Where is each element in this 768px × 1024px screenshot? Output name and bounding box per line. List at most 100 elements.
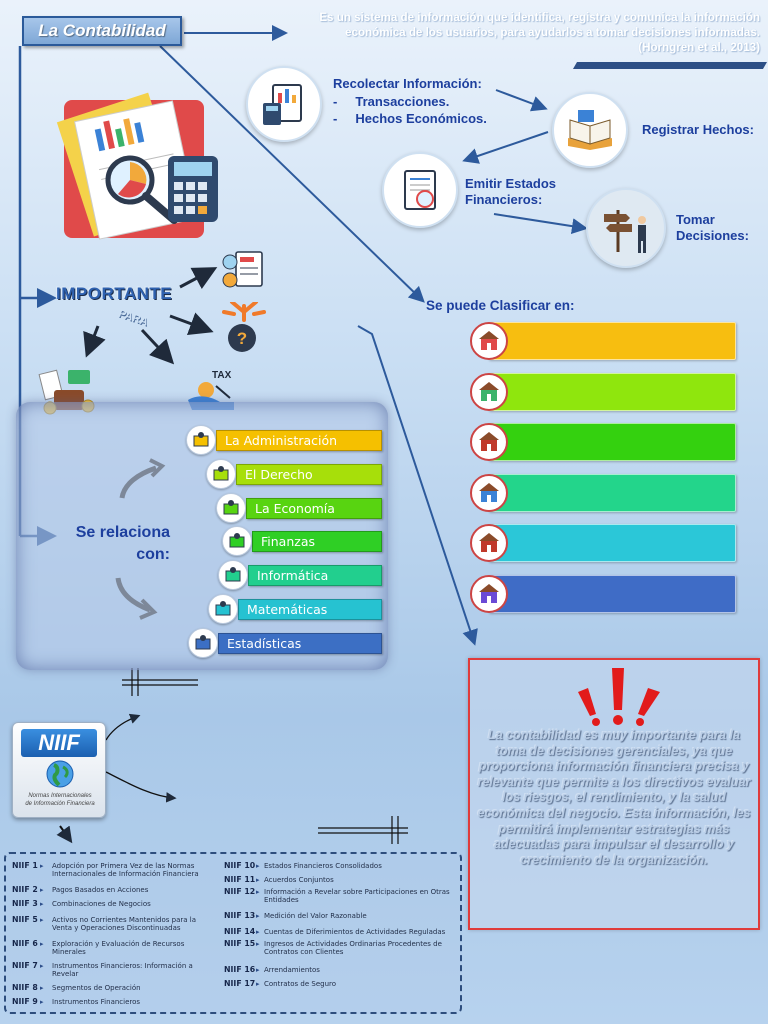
relation-item-label: La Economía [255, 500, 335, 516]
relation-item: La Administración [216, 430, 382, 451]
niif-code: NIIF 10 [224, 861, 256, 870]
bullet-arrow-icon: ▸ [256, 862, 260, 870]
classification-bar [488, 322, 736, 360]
classification-icon [470, 372, 508, 411]
importance-text: La contabilidad es muy importante para l… [477, 728, 751, 867]
niif-code: NIIF 8 [12, 983, 38, 992]
niif-standards-list [4, 852, 462, 1014]
niif-description: Adopción por Primera Vez de las Normas I… [52, 862, 199, 879]
niif-item: NIIF 6▸ Exploración y Evaluación de Recur… [12, 939, 224, 958]
niif-code: NIIF 17 [224, 979, 256, 988]
niif-description: Activos no Corrientes Mantenidos para la… [52, 916, 197, 933]
niif-code: NIIF 3 [12, 899, 38, 908]
question-decision-icon: ? [220, 300, 268, 354]
bullet-arrow-icon: ▸ [256, 888, 260, 896]
definition-underline [572, 62, 768, 69]
relation-label: Se relaciona con: [75, 524, 170, 563]
niif-description: Información a Revelar sobre Participacio… [264, 888, 450, 905]
relation-item-label: El Derecho [245, 466, 313, 482]
relation-item-icon [186, 425, 216, 455]
niif-description: Estados Financieros Consolidados [264, 862, 382, 870]
relation-item: El Derecho [236, 463, 382, 485]
relation-item-label: Informática [257, 568, 329, 584]
classification-icon [470, 423, 508, 461]
collect-info-icon [246, 66, 322, 142]
niif-logo: NIIF Normas Internacionales de Informaci… [12, 722, 106, 818]
bullet-arrow-icon: ▸ [40, 886, 44, 894]
bullet-arrow-icon: ▸ [256, 980, 260, 988]
relation-item: Informática [248, 565, 382, 587]
niif-code: NIIF 14 [224, 927, 256, 936]
niif-code: NIIF 2 [12, 885, 38, 894]
niif-item: NIIF 17▸ Contratos de Seguro [224, 979, 456, 998]
niif-item: NIIF 15▸Ingresos de Actividades Ordinari… [224, 939, 456, 958]
bullet-arrow-icon: ▸ [40, 984, 44, 992]
niif-description: Arrendamientos [264, 966, 320, 974]
relation-item-icon [218, 560, 248, 591]
take-decisions-label: Tomar Decisiones: [676, 212, 749, 243]
niif-code: NIIF 13 [224, 911, 256, 920]
niif-description: Medición del Valor Razonable [264, 912, 367, 920]
niif-item: NIIF 13▸ Medición del Valor Razonable [224, 911, 456, 930]
bullet-arrow-icon: ▸ [40, 940, 44, 948]
niif-item: NIIF 9▸Instrumentos Financieros [12, 997, 224, 1016]
niif-description: Instrumentos Financieros: Información a … [52, 962, 193, 979]
classification-icon [470, 322, 508, 360]
relation-item-icon [206, 458, 236, 489]
niif-code: NIIF 9 [12, 997, 38, 1006]
niif-code: NIIF 16 [224, 965, 256, 974]
bullet-arrow-icon: ▸ [256, 912, 260, 920]
niif-item: NIIF 14▸Cuentas de Diferimientos de Acti… [224, 927, 456, 946]
bullet-arrow-icon: ▸ [40, 900, 44, 908]
niif-code: NIIF 5 [12, 915, 38, 924]
niif-item: NIIF 8▸ Segmentos de Operación [12, 983, 224, 1002]
classification-bar [488, 473, 736, 512]
niif-code: NIIF 11 [224, 875, 256, 884]
niif-item: NIIF 10▸ Estados Financieros Consolidados [224, 861, 456, 880]
definition-text: Es un sistema de información que identif… [319, 11, 760, 54]
niif-description: Combinaciones de Negocios [52, 900, 151, 908]
niif-description: Segmentos de Operación [52, 984, 141, 992]
collect-info-item: - Transacciones. [333, 94, 450, 109]
importante-label: IMPORTANTE [56, 284, 173, 303]
page-title: La Contabilidad [22, 16, 182, 46]
niif-description: Pagos Basados en Acciones [52, 886, 149, 894]
emit-statements-label: Emitir Estados Financieros: [465, 176, 557, 207]
plan-icon [218, 248, 266, 292]
bullet-arrow-icon: ▸ [40, 962, 44, 970]
exclamation-icon [578, 668, 660, 726]
relation-item: Matemáticas [238, 599, 382, 620]
niif-description: Exploración y Evaluación de Recursos Min… [52, 940, 185, 957]
collect-info-item: - Hechos Económicos. [333, 111, 487, 126]
svg-text:TAX: TAX [212, 370, 232, 381]
niif-item: NIIF 11▸Acuerdos Conjuntos [224, 875, 456, 894]
classification-bar [488, 423, 736, 461]
bullet-arrow-icon: ▸ [40, 916, 44, 924]
classification-icon [470, 473, 508, 512]
relation-item-label: Matemáticas [247, 602, 328, 617]
niif-item: NIIF 5▸ Activos no Corrientes Mantenidos … [12, 915, 224, 934]
niif-code: NIIF 15 [224, 939, 256, 948]
classification-icon [470, 574, 508, 613]
niif-description: Contratos de Seguro [264, 980, 337, 988]
niif-description: Ingresos de Actividades Ordinarias Proce… [264, 940, 442, 957]
classification-bar [488, 372, 736, 411]
accounting-illustration [56, 92, 226, 242]
niif-item: NIIF 3▸ Combinaciones de Negocios [12, 899, 224, 918]
niif-item: NIIF 1▸Adopción por Primera Vez de las N… [12, 861, 224, 880]
relation-item-label: La Administración [225, 433, 338, 448]
niif-description: Instrumentos Financieros [52, 998, 141, 1006]
relation-item-icon [208, 594, 238, 624]
svg-text:?: ? [237, 329, 247, 348]
register-book-icon [552, 92, 628, 168]
bullet-arrow-icon: ▸ [256, 966, 260, 974]
relation-item-label: Finanzas [261, 534, 315, 550]
bullet-arrow-icon: ▸ [256, 876, 260, 884]
relation-item-icon [216, 492, 246, 523]
financial-statements-icon [382, 152, 458, 228]
classification-heading: Se puede Clasificar en: [426, 298, 575, 313]
classification-bar [488, 524, 736, 562]
relation-item: Estadísticas [218, 632, 382, 654]
relation-item-label: Estadísticas [227, 635, 302, 651]
niif-code: NIIF 6 [12, 939, 38, 948]
